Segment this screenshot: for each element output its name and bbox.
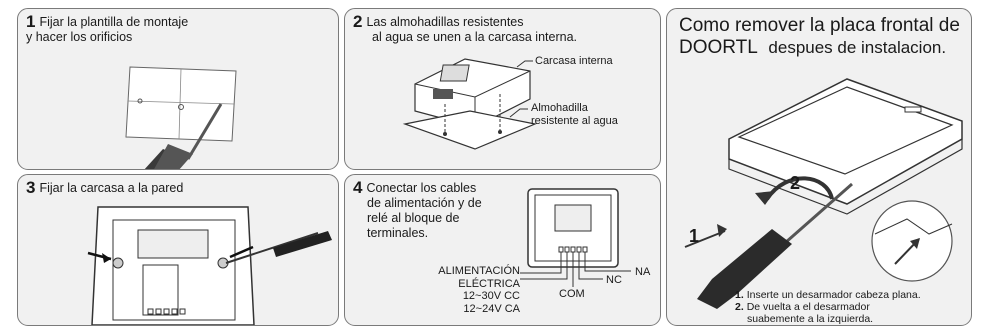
step-number: 3	[26, 178, 36, 197]
housing-exploded-illustration	[402, 58, 538, 150]
removal-title: Como remover la placa frontal de DOORTL …	[679, 15, 960, 59]
power-label-line: ALIMENTACIÓN	[438, 265, 520, 277]
pad-label-line: Almohadilla	[531, 102, 588, 114]
step-text: suabemente a la izquierda.	[747, 313, 874, 325]
screwdriver-removal-illustration	[684, 78, 963, 309]
removal-steps: 1. Inserte un desarmador cabeza plana. 2…	[735, 289, 921, 325]
product-name: DOORTL	[679, 37, 758, 58]
step-number: 1	[26, 12, 36, 31]
caption-line: y hacer los orificios	[26, 30, 133, 44]
caption-line: Conectar los cables	[366, 181, 477, 195]
caption-line: terminales.	[367, 226, 429, 240]
arrow-2-number: 2	[790, 173, 801, 193]
step-number: 2	[353, 12, 363, 31]
power-label: ALIMENTACIÓN ELÉCTRICA 12~30V CC 12~24V …	[430, 265, 520, 315]
title-line: despues de instalacion.	[768, 38, 947, 57]
wiring-illustration	[520, 188, 631, 287]
caption-line: Fijar la carcasa a la pared	[39, 181, 184, 195]
arrow-1-number: 1	[689, 226, 700, 246]
nc-label: NC	[606, 274, 622, 286]
title-line: Como remover la placa frontal de	[679, 15, 960, 36]
com-label: COM	[559, 288, 585, 300]
step-index: 2.	[735, 301, 744, 313]
pad-label-line: resistente al agua	[531, 114, 618, 127]
caption-line: relé al bloque de	[367, 211, 460, 225]
housing-label: Carcasa interna	[535, 55, 613, 67]
step-number: 4	[353, 178, 363, 197]
wall-mount-illustration	[87, 206, 332, 325]
caption-line: al agua se unen a la carcasa interna.	[372, 30, 577, 44]
power-label-line: 12~24V CA	[463, 302, 520, 315]
panel-faceplate-removal: Como remover la placa frontal de DOORTL …	[666, 8, 972, 326]
step-text: Inserte un desarmador cabeza plana.	[746, 289, 921, 301]
step-text: De vuelta a el desarmador	[746, 301, 870, 313]
power-label-line: ELÉCTRICA	[458, 277, 520, 290]
drill-template-illustration	[125, 66, 237, 169]
step-index: 1.	[735, 289, 744, 301]
na-label: NA	[635, 266, 651, 278]
power-label-line: 12~30V CC	[462, 290, 520, 302]
caption-line: de alimentación y de	[367, 196, 482, 210]
caption-line: Las almohadillas resistentes	[366, 15, 524, 29]
caption-line: Fijar la plantilla de montaje	[39, 15, 189, 29]
pad-label: Almohadilla resistente al agua	[531, 102, 618, 127]
